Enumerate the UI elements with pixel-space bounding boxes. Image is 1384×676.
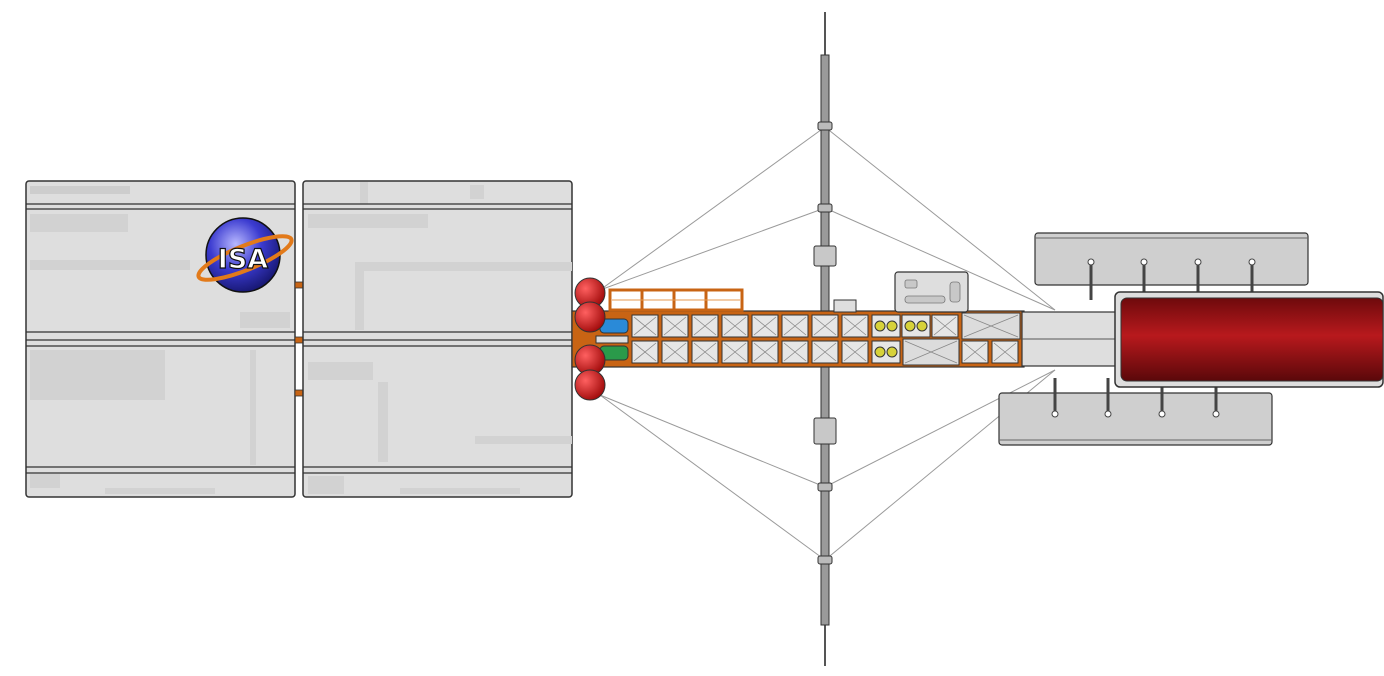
crate-cross-marks — [633, 314, 1019, 364]
solar-panel-right[interactable] — [302, 180, 573, 498]
isa-logo: ISA — [196, 217, 294, 293]
radiator-lower[interactable] — [998, 378, 1273, 446]
isa-logo-text: ISA — [218, 244, 268, 275]
fuel-tank-module[interactable] — [1114, 291, 1384, 388]
connector-tube — [1021, 311, 1123, 367]
radiator-upper[interactable] — [1034, 232, 1309, 300]
truss-end-modules — [595, 318, 629, 361]
red-thruster-pods[interactable] — [574, 277, 606, 401]
yellow-canisters — [871, 314, 931, 364]
